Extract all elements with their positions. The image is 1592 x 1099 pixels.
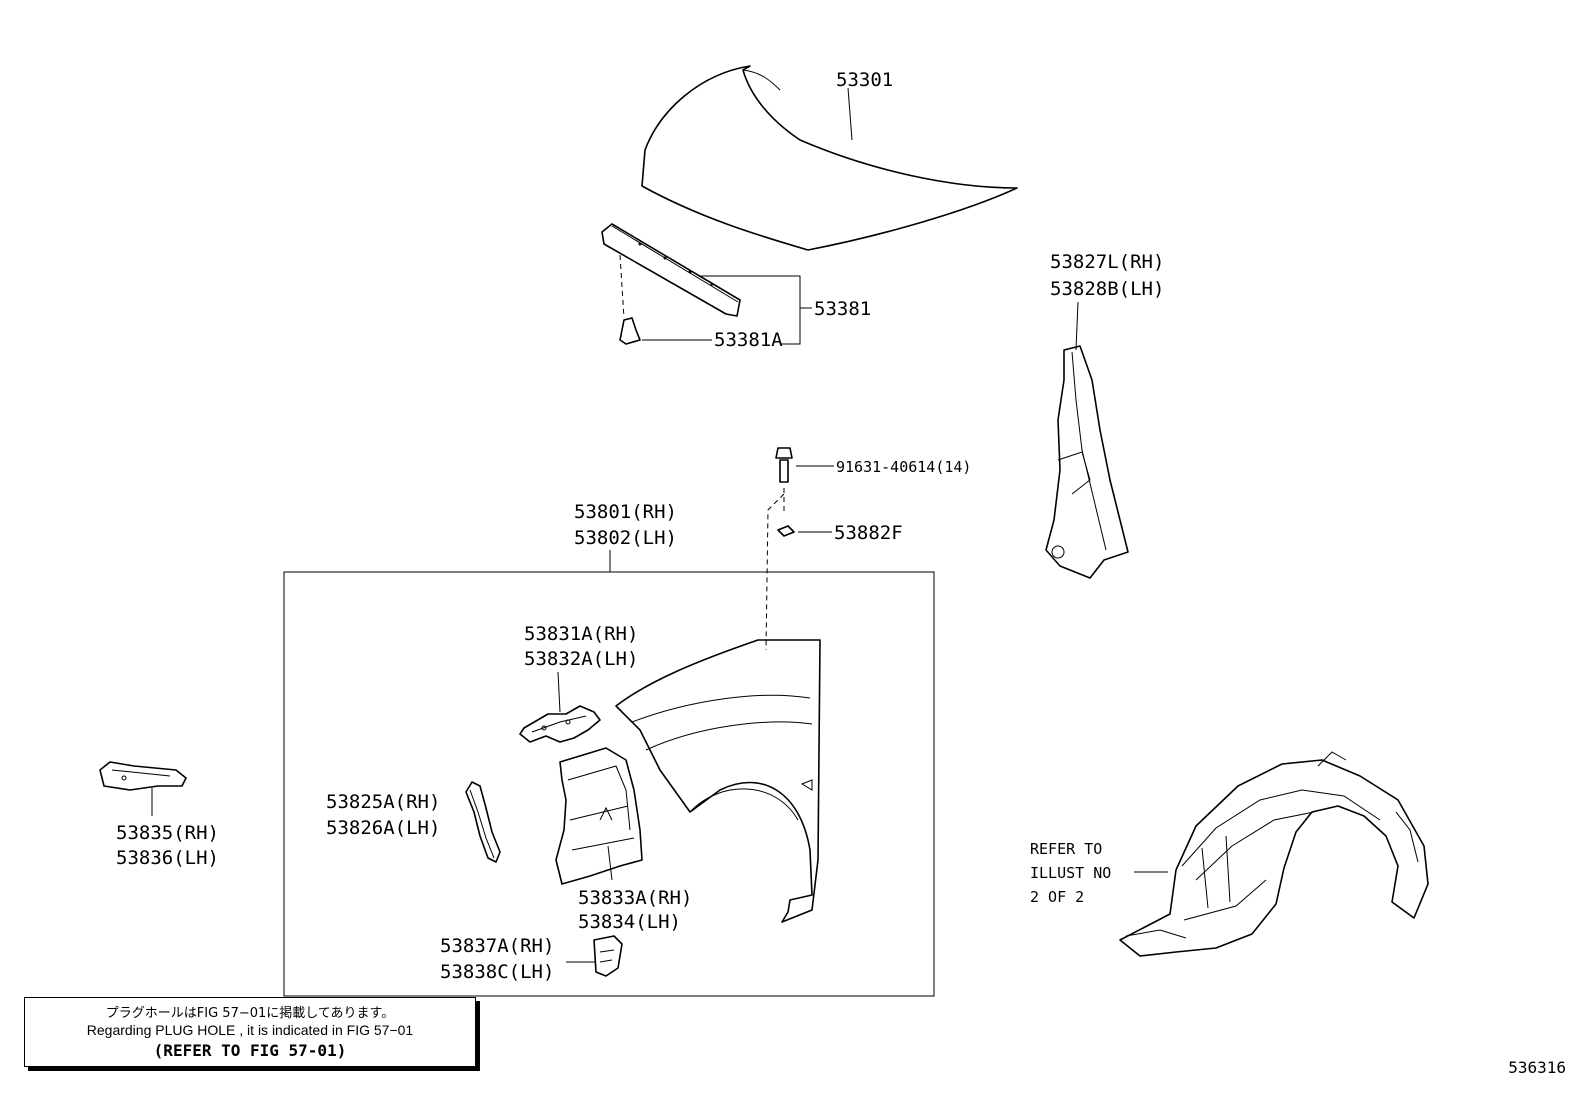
side-bracket-part	[99, 761, 187, 791]
label-refer-3: 2 OF 2	[1030, 888, 1084, 906]
hood-part	[641, 65, 1018, 251]
label-side-bracket-rh: 53835(RH)	[116, 822, 219, 844]
label-pillar-rh: 53827L(RH)	[1050, 251, 1164, 273]
fender-part	[615, 639, 821, 923]
label-clip-lh: 53838C(LH)	[440, 961, 554, 983]
fender-liner-part	[1119, 751, 1429, 957]
bolt-part	[775, 447, 793, 483]
nut-part	[777, 525, 795, 537]
label-bracket-rh: 53831A(RH)	[524, 623, 638, 645]
label-nut: 53882F	[834, 522, 903, 544]
hood-seal-part	[601, 223, 741, 317]
label-seal-clip: 53381A	[714, 329, 783, 351]
seal-clip-part	[619, 317, 641, 345]
label-hood-seal: 53381	[814, 298, 871, 320]
label-clip-rh: 53837A(RH)	[440, 935, 554, 957]
pillar-part	[1045, 345, 1129, 579]
bracket-part	[519, 705, 601, 743]
note-reference: (REFER TO FIG 57-01)	[153, 1041, 347, 1060]
note-english: Regarding PLUG HOLE , it is indicated in…	[86, 1022, 414, 1038]
label-fender-rh: 53801(RH)	[574, 501, 677, 523]
label-fender-lh: 53802(LH)	[574, 527, 677, 549]
fender-group-frame	[283, 571, 935, 997]
label-splash-rh: 53833A(RH)	[578, 887, 692, 909]
label-refer-1: REFER TO	[1030, 840, 1102, 858]
label-splash-lh: 53834(LH)	[578, 911, 681, 933]
clip-part	[593, 935, 623, 977]
label-pillar-lh: 53828B(LH)	[1050, 278, 1164, 300]
note-japanese: プラグホールはFIG 57−01に掲載してあります。	[105, 1006, 395, 1021]
label-refer-2: ILLUST NO	[1030, 864, 1111, 882]
label-side-bracket-lh: 53836(LH)	[116, 847, 219, 869]
figure-id: 536316	[1508, 1058, 1566, 1077]
label-bolt: 91631-40614(14)	[836, 458, 971, 476]
label-bracket-lh: 53832A(LH)	[524, 648, 638, 670]
splash-shield-part	[555, 747, 643, 885]
rail-part	[465, 781, 501, 863]
label-hood: 53301	[836, 69, 893, 91]
label-rail-rh: 53825A(RH)	[326, 791, 440, 813]
plug-hole-note: プラグホールはFIG 57−01に掲載してあります。 Regarding PLU…	[24, 997, 476, 1067]
label-rail-lh: 53826A(LH)	[326, 817, 440, 839]
